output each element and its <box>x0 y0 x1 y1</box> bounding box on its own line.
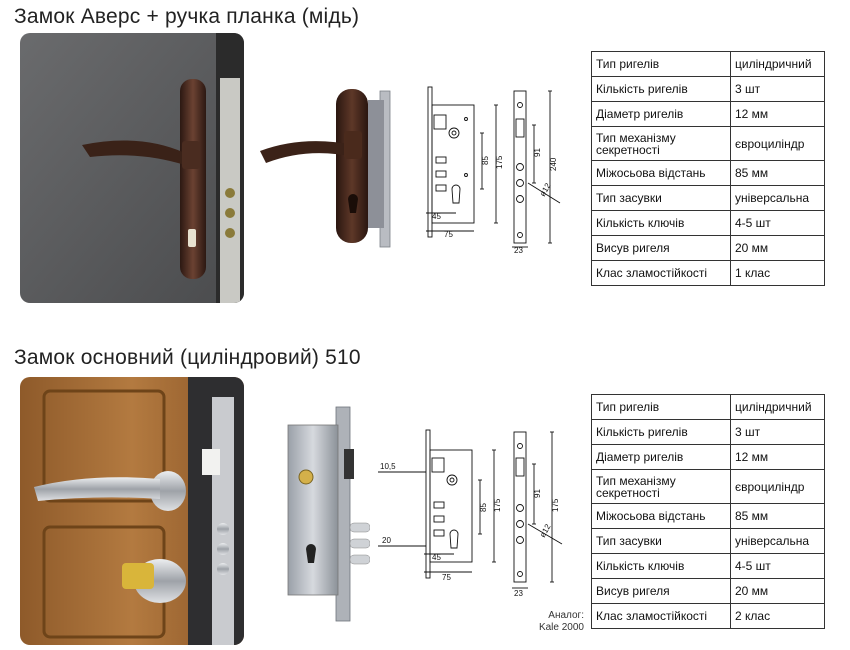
section2-door-photo <box>20 377 244 645</box>
dim-d12: ø12 <box>538 522 553 539</box>
dim-10-5: 10,5 <box>380 462 396 471</box>
dim-85: 85 <box>481 156 490 165</box>
section1-technical-drawing <box>410 85 580 255</box>
dim-175: 175 <box>495 155 504 169</box>
dim-175-side: 175 <box>551 498 560 512</box>
analog-model: Kale 2000 <box>538 622 584 633</box>
dim-240: 240 <box>549 157 558 171</box>
dim-85: 85 <box>479 503 488 512</box>
dim-23: 23 <box>514 589 523 598</box>
section1-lock-product <box>258 85 410 250</box>
dim-75: 75 <box>442 573 451 582</box>
analog-note: Аналог: Kale 2000 <box>528 610 584 634</box>
section1-title: Замок Аверс + ручка планка (мідь) <box>14 5 360 28</box>
dim-175: 175 <box>493 498 502 512</box>
dim-91: 91 <box>533 148 542 157</box>
section2-title: Замок основний (циліндровий) 510 <box>14 346 361 369</box>
dim-20: 20 <box>382 536 391 545</box>
analog-label: Аналог: <box>548 610 584 621</box>
dim-75: 75 <box>444 230 453 239</box>
dim-45: 45 <box>432 212 441 221</box>
section1-door-photo <box>20 33 244 303</box>
dim-45: 45 <box>432 553 441 562</box>
section1-dimension-labels: 85 175 91 240 45 75 23 ø12 <box>410 85 580 255</box>
section2-technical-drawing <box>378 428 580 598</box>
dim-d12: ø12 <box>538 181 553 198</box>
section2-dimension-labels: 10,5 20 85 175 91 175 45 75 23 ø12 <box>378 428 580 598</box>
dim-23: 23 <box>514 246 523 255</box>
dim-91: 91 <box>533 489 542 498</box>
section2-lock-product <box>286 405 371 623</box>
